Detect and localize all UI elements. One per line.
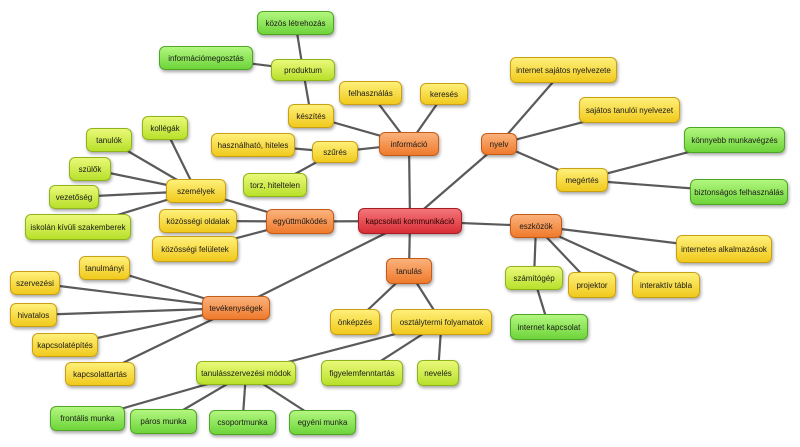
node-megertes[interactable]: megértés [556, 168, 608, 192]
node-felhasznalas[interactable]: felhasználás [339, 81, 402, 105]
node-kozossegi-oldalak[interactable]: közösségi oldalak [159, 209, 237, 233]
node-vezetoseg[interactable]: vezetőség [49, 185, 99, 209]
root-node[interactable]: kapcsolati kommunikáció [358, 208, 462, 234]
node-internet-kapcsolat[interactable]: internet kapcsolat [510, 314, 588, 340]
node-egyuttmukodes[interactable]: együttműködés [266, 209, 334, 234]
node-tanulok[interactable]: tanulók [86, 128, 132, 152]
node-sajatos-tanuloi-nyelvezet[interactable]: sajátos tanulói nyelvezet [579, 97, 680, 123]
node-paros-munka[interactable]: páros munka [130, 409, 197, 434]
node-internet-sajatos-nyelvezete[interactable]: internet sajátos nyelvezete [510, 57, 617, 83]
node-tevekenysegek[interactable]: tevékenységek [202, 296, 270, 320]
node-frontalis-munka[interactable]: frontális munka [50, 406, 125, 431]
node-tanulasszervezesi-modok[interactable]: tanulásszervezési módok [196, 361, 296, 385]
node-keszites[interactable]: készítés [288, 104, 334, 128]
node-szervezesi[interactable]: szervezési [10, 271, 60, 295]
node-kapcsolatepites[interactable]: kapcsolatépítés [32, 333, 98, 357]
node-torz-hiteltelen[interactable]: torz, hiteltelen [243, 173, 307, 197]
node-kollegak[interactable]: kollégák [142, 116, 188, 140]
node-kozossegi-feluletek[interactable]: közösségi felületek [152, 236, 238, 262]
node-szulok[interactable]: szülők [69, 157, 111, 181]
node-hasznalhato-hiteles[interactable]: használható, hiteles [211, 133, 295, 157]
node-kozos-letrehozas[interactable]: közös létrehozás [257, 11, 334, 35]
node-projektor[interactable]: projektor [568, 272, 616, 298]
node-konnyebb-munkavegzes[interactable]: könnyebb munkavégzés [684, 127, 785, 153]
node-osztalytermi-folyamatok[interactable]: osztálytermi folyamatok [391, 309, 492, 335]
node-nyelv[interactable]: nyelv [481, 133, 517, 155]
node-kapcsolattartas[interactable]: kapcsolattartás [65, 362, 135, 386]
node-onkepzes[interactable]: önképzés [330, 309, 380, 335]
link-root-tevekenysegek [234, 219, 412, 310]
node-tanulmanyi[interactable]: tanulmányi [79, 256, 130, 280]
node-hivatalos[interactable]: hivatalos [10, 303, 57, 327]
node-produktum[interactable]: produktum [271, 59, 335, 81]
node-iskolan-kivuli-szakemberek[interactable]: iskolán kívüli szakemberek [25, 214, 131, 240]
node-tanulas[interactable]: tanulás [386, 258, 432, 284]
node-biztonsagos-felhasznalas[interactable]: biztonságos felhasználás [690, 179, 788, 205]
node-informaciomegosztas[interactable]: információmegosztás [159, 46, 253, 70]
node-kereses[interactable]: keresés [420, 83, 468, 105]
node-csoportmunka[interactable]: csoportmunka [209, 410, 276, 435]
node-szamitogep[interactable]: számítógép [505, 266, 563, 290]
node-szures[interactable]: szűrés [312, 141, 358, 163]
node-informacio[interactable]: információ [379, 132, 439, 156]
node-eszkozok[interactable]: eszközök [510, 214, 562, 238]
node-neveles[interactable]: nevelés [417, 360, 459, 386]
node-egyeni-munka[interactable]: egyéni munka [289, 410, 356, 435]
node-interaktiv-tabla[interactable]: interaktív tábla [632, 272, 700, 298]
node-internetes-alkalmazasok[interactable]: internetes alkalmazások [676, 235, 772, 263]
node-figyelemfenntartas[interactable]: figyelemfenntartás [321, 360, 403, 386]
node-szemelyek[interactable]: személyek [166, 179, 226, 203]
